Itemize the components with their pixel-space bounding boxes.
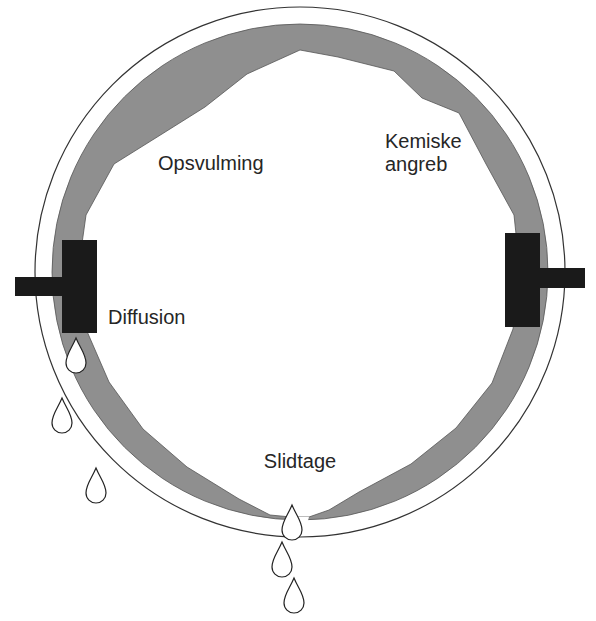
damage-label: Kemiske angreb xyxy=(385,130,485,176)
damage-label: Opsvulming xyxy=(158,152,298,175)
leak-drops xyxy=(52,338,304,613)
flange xyxy=(15,240,97,333)
flange xyxy=(505,233,585,327)
pipe-lining xyxy=(52,24,548,520)
pipe-wall xyxy=(35,7,565,537)
damage-label: Slidtage xyxy=(240,450,360,473)
damage-label: Diffusion xyxy=(108,306,228,329)
